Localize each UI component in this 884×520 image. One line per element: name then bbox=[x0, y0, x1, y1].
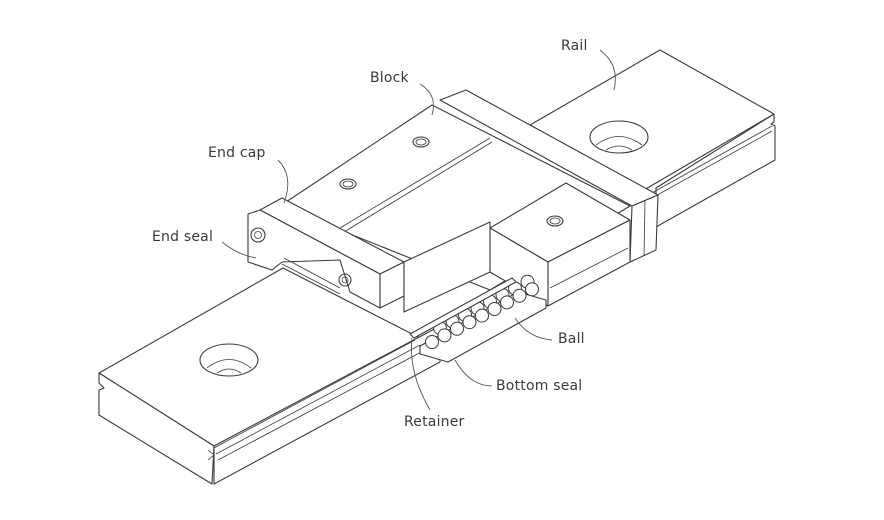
bottom-seal-leader bbox=[454, 359, 493, 387]
label-bottom-seal: Bottom seal bbox=[496, 378, 583, 394]
ball bbox=[487, 302, 502, 316]
block-leader bbox=[419, 83, 434, 116]
rail-mounting-hole-far bbox=[589, 120, 649, 154]
ball bbox=[437, 328, 452, 343]
retainer-leader bbox=[410, 337, 431, 411]
ball-leader bbox=[514, 317, 553, 341]
tapped-hole-1 bbox=[412, 136, 430, 148]
end-seal-plate bbox=[247, 209, 381, 309]
ball bbox=[500, 295, 514, 310]
end-cap-leader bbox=[277, 159, 289, 204]
label-rail: Rail bbox=[561, 38, 588, 54]
block bbox=[247, 89, 659, 313]
ball bbox=[450, 321, 464, 336]
rail-mounting-hole-near bbox=[199, 343, 259, 377]
label-end-cap: End cap bbox=[208, 145, 266, 161]
rail-side-long bbox=[213, 325, 441, 485]
block-lower bbox=[403, 221, 491, 313]
ball bbox=[462, 315, 477, 330]
ball bbox=[525, 282, 539, 297]
end-seal-screw bbox=[250, 227, 266, 243]
label-end-seal: End seal bbox=[152, 229, 214, 245]
tapped-hole-2 bbox=[339, 178, 357, 190]
label-retainer: Retainer bbox=[404, 414, 465, 430]
ball-recirculation bbox=[409, 274, 547, 363]
label-block: Block bbox=[370, 70, 409, 86]
end-seal-leader bbox=[221, 241, 257, 259]
ball bbox=[425, 335, 439, 349]
retainer-strip bbox=[409, 277, 517, 339]
rail bbox=[98, 49, 776, 485]
block-band-side bbox=[629, 194, 659, 263]
tapped-hole-3 bbox=[546, 215, 564, 227]
label-ball: Ball bbox=[558, 331, 585, 347]
grease-nipple bbox=[338, 273, 352, 287]
ball bbox=[475, 308, 489, 323]
rail-leader bbox=[599, 49, 616, 91]
ball bbox=[512, 288, 527, 303]
